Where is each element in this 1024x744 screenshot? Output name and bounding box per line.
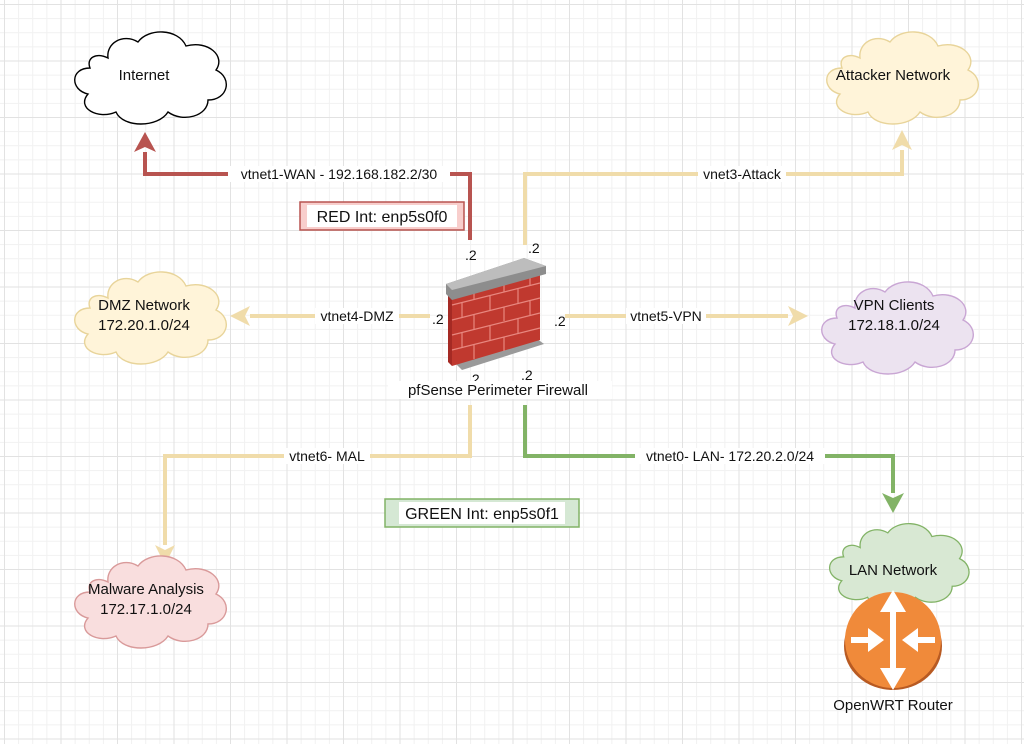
ip-label-lan: .2 bbox=[521, 367, 533, 383]
edge-label-attack: vnet3-Attack bbox=[698, 166, 786, 182]
ip-label-mal: .2 bbox=[468, 371, 480, 387]
edge-dmz-text: vtnet4-DMZ bbox=[320, 308, 394, 324]
firewall-label: pfSense Perimeter Firewall bbox=[408, 382, 588, 399]
cloud-attacker-label: Attacker Network bbox=[836, 67, 951, 84]
cloud-lan[interactable]: LAN Network bbox=[828, 522, 970, 610]
edge-label-wan: vtnet1-WAN - 192.168.182.2/30 bbox=[228, 166, 450, 182]
ip-label-dmz: .2 bbox=[432, 311, 444, 327]
cloud-malware-name: Malware Analysis bbox=[88, 581, 204, 598]
cloud-dmz[interactable]: DMZ Network 172.20.1.0/24 bbox=[74, 271, 227, 365]
red-interface-box[interactable]: RED Int: enp5s0f0 bbox=[299, 201, 465, 231]
edge-lan-text: vtnet0- LAN- 172.20.2.0/24 bbox=[646, 448, 814, 464]
edge-label-mal: vtnet6- MAL bbox=[284, 448, 370, 464]
cloud-vpn-subnet: 172.18.1.0/24 bbox=[848, 317, 940, 334]
cloud-attacker[interactable]: Attacker Network bbox=[826, 31, 979, 125]
edge-attack-text: vnet3-Attack bbox=[703, 166, 782, 182]
cloud-internet-label: Internet bbox=[119, 67, 171, 84]
edge-wan-text: vtnet1-WAN - 192.168.182.2/30 bbox=[241, 166, 438, 182]
cloud-dmz-name: DMZ Network bbox=[98, 297, 190, 314]
edge-label-lan: vtnet0- LAN- 172.20.2.0/24 bbox=[635, 448, 825, 464]
red-interface-label: RED Int: enp5s0f0 bbox=[317, 209, 448, 226]
router-label: OpenWRT Router bbox=[833, 697, 953, 714]
firewall-label-bg bbox=[388, 381, 612, 399]
cloud-malware[interactable]: Malware Analysis 172.17.1.0/24 bbox=[74, 555, 227, 649]
cloud-dmz-subnet: 172.20.1.0/24 bbox=[98, 317, 190, 334]
edge-label-dmz: vtnet4-DMZ bbox=[315, 308, 399, 324]
green-interface-box[interactable]: GREEN Int: enp5s0f1 bbox=[384, 498, 580, 528]
cloud-lan-label: LAN Network bbox=[849, 562, 938, 579]
edge-attack[interactable] bbox=[523, 130, 912, 245]
ip-label-wan: .2 bbox=[465, 247, 477, 263]
ip-label-attack: .2 bbox=[528, 240, 540, 256]
edge-label-vpn: vtnet5-VPN bbox=[626, 308, 706, 324]
router-icon[interactable] bbox=[844, 590, 942, 690]
edge-mal[interactable] bbox=[155, 405, 472, 565]
ip-label-vpn: .2 bbox=[554, 313, 566, 329]
cloud-internet[interactable]: Internet bbox=[74, 31, 227, 125]
firewall-icon[interactable] bbox=[446, 258, 546, 370]
edge-mal-text: vtnet6- MAL bbox=[289, 448, 365, 464]
cloud-vpn-name: VPN Clients bbox=[854, 297, 935, 314]
cloud-vpn[interactable]: VPN Clients 172.18.1.0/24 bbox=[821, 281, 974, 375]
edge-vpn-text: vtnet5-VPN bbox=[630, 308, 702, 324]
cloud-malware-subnet: 172.17.1.0/24 bbox=[100, 601, 192, 618]
green-interface-label: GREEN Int: enp5s0f1 bbox=[405, 506, 559, 523]
